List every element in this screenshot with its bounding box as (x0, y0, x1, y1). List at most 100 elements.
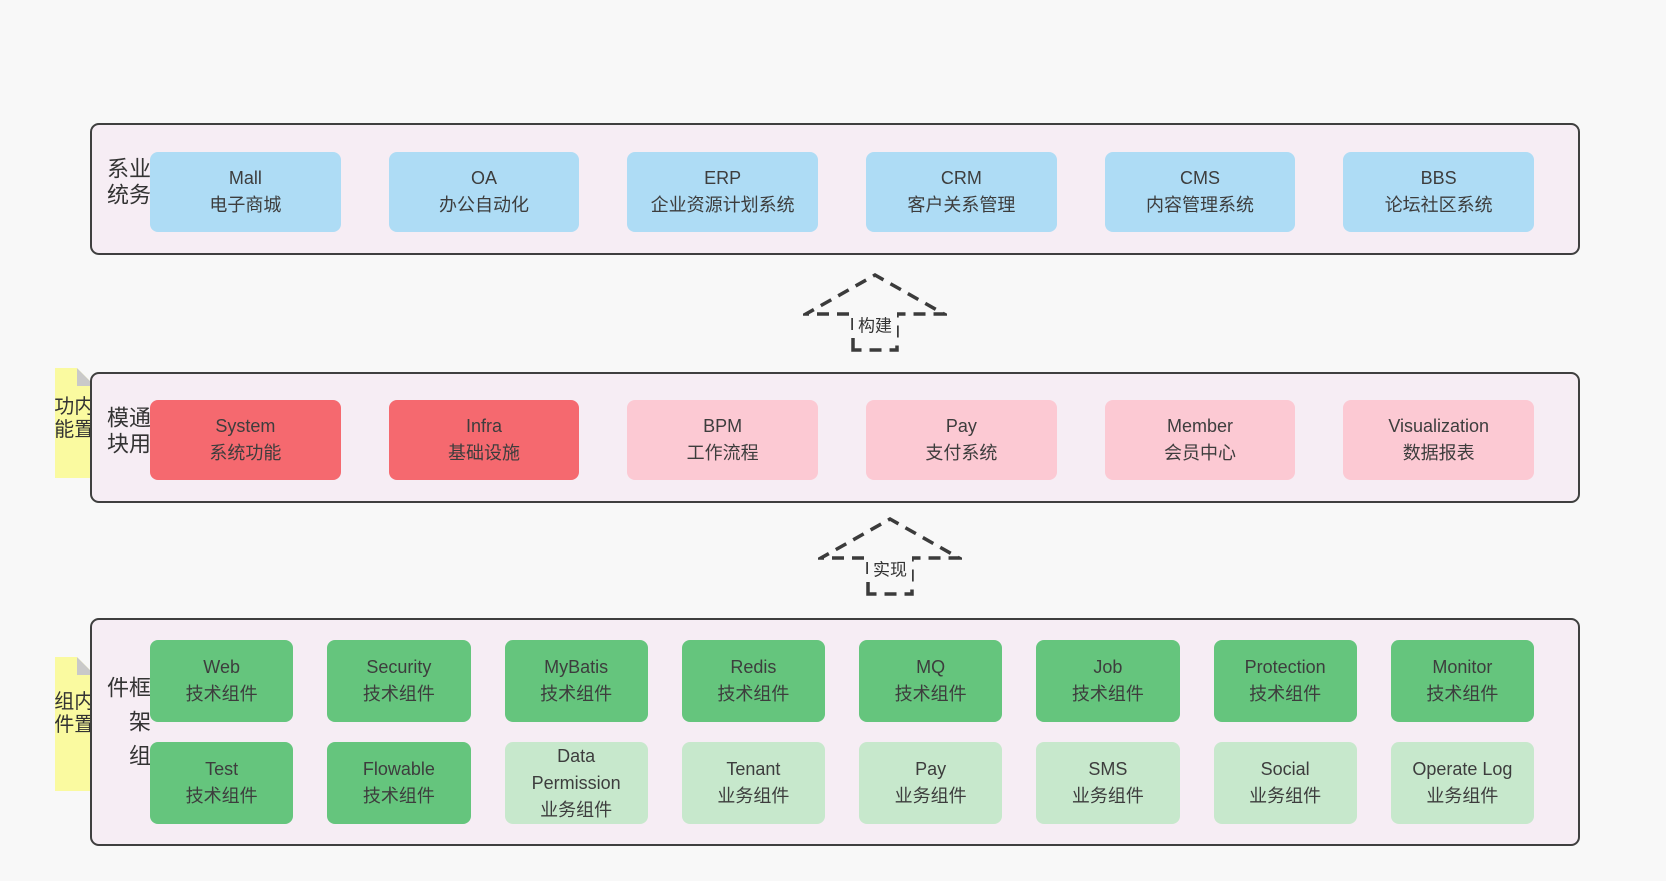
box-protection: Protection 技术组件 (1213, 640, 1357, 722)
box-subtitle: 技术组件 (362, 786, 435, 806)
box-subtitle: 电子商城 (209, 195, 282, 215)
box-subtitle: 系统功能 (209, 443, 282, 463)
box-title: CMS (1180, 168, 1221, 188)
framework-row-2: Test 技术组件 Flowable 技术组件 Data Permission … (150, 742, 1534, 824)
box-mall: Mall 电子商城 (150, 152, 341, 232)
box-subtitle: 业务组件 (540, 799, 613, 820)
box-subtitle: 业务组件 (894, 786, 967, 806)
box-mq: MQ 技术组件 (859, 640, 1003, 722)
box-title: Monitor (1432, 657, 1493, 677)
arrow-implement: 实现 (818, 516, 962, 596)
box-redis: Redis 技术组件 (681, 640, 825, 722)
box-job: Job 技术组件 (1036, 640, 1180, 722)
box-subtitle: 技术组件 (717, 684, 790, 704)
arrow-build: 构建 (803, 272, 947, 352)
box-title: Pay (945, 416, 977, 436)
panel-framework-components: 框架组件 Web 技术组件 Security 技术组件 MyBatis 技术组件… (90, 618, 1580, 846)
box-title: MyBatis (544, 657, 609, 677)
box-title: System (215, 416, 276, 436)
arrow-label: 构建 (853, 310, 897, 338)
box-subtitle: 论坛社区系统 (1384, 195, 1493, 215)
box-title: ERP (704, 168, 742, 188)
box-title: Tenant (726, 759, 781, 779)
box-pay-module: Pay 支付系统 (866, 400, 1057, 480)
box-monitor: Monitor 技术组件 (1390, 640, 1534, 722)
box-title: Social (1260, 759, 1310, 779)
box-subtitle: 业务组件 (1426, 786, 1499, 806)
box-social: Social 业务组件 (1213, 742, 1357, 824)
box-title: CRM (940, 168, 982, 188)
business-box-row: Mall 电子商城 OA 办公自动化 ERP 企业资源计划系统 CRM 客户关系… (150, 152, 1535, 232)
box-pay-component: Pay 业务组件 (859, 742, 1003, 824)
up-arrow-icon (803, 272, 947, 352)
panel-title: 通用模块 (104, 405, 151, 458)
box-visualization: Visualization 数据报表 (1343, 400, 1535, 480)
box-subtitle: 技术组件 (1249, 684, 1322, 704)
box-system: System 系统功能 (150, 400, 341, 480)
sticky-note-built-in-components: 内置组件 (55, 657, 95, 791)
box-subtitle: 内容管理系统 (1146, 195, 1255, 215)
box-subtitle: 技术组件 (185, 786, 258, 806)
box-title: Data Permission (531, 745, 621, 793)
box-oa: OA 办公自动化 (388, 152, 580, 232)
box-subtitle: 业务组件 (1249, 786, 1322, 806)
box-title: MQ (916, 657, 946, 677)
box-bpm: BPM 工作流程 (627, 400, 819, 480)
box-title: OA (471, 168, 498, 188)
box-subtitle: 技术组件 (1426, 684, 1499, 704)
box-data-permission: Data Permission 业务组件 (504, 742, 648, 824)
box-title: SMS (1088, 759, 1128, 779)
box-title: Visualization (1388, 416, 1490, 436)
box-subtitle: 支付系统 (925, 443, 998, 463)
panel-business-systems: 业务系统 Mall 电子商城 OA 办公自动化 ERP 企业资源计划系统 CRM… (90, 123, 1580, 255)
box-title: Test (205, 759, 239, 779)
box-infra: Infra 基础设施 (388, 400, 580, 480)
box-title: BBS (1420, 168, 1457, 188)
box-title: Job (1093, 657, 1123, 677)
arrow-label: 实现 (868, 554, 912, 582)
panel-title: 框架组件 (104, 676, 151, 778)
box-title: Flowable (362, 759, 435, 779)
box-erp: ERP 企业资源计划系统 (627, 152, 819, 232)
panel-common-modules: 通用模块 System 系统功能 Infra 基础设施 BPM 工作流程 Pay… (90, 372, 1580, 503)
box-subtitle: 技术组件 (1071, 684, 1144, 704)
box-title: Pay (915, 759, 947, 779)
box-subtitle: 客户关系管理 (907, 195, 1016, 215)
box-subtitle: 技术组件 (185, 684, 258, 704)
box-title: Web (203, 657, 240, 677)
box-title: Infra (465, 416, 503, 436)
box-subtitle: 工作流程 (686, 443, 759, 463)
box-title: BPM (703, 416, 743, 436)
box-title: Member (1167, 416, 1234, 436)
box-subtitle: 技术组件 (894, 684, 967, 704)
up-arrow-icon (818, 516, 962, 596)
box-test: Test 技术组件 (150, 742, 294, 824)
box-title: Protection (1244, 657, 1326, 677)
box-subtitle: 办公自动化 (439, 195, 529, 215)
sticky-note-built-in-functions: 内置功能 (55, 368, 95, 478)
box-title: Mall (228, 168, 262, 188)
box-subtitle: 技术组件 (540, 684, 613, 704)
box-flowable: Flowable 技术组件 (327, 742, 471, 824)
box-subtitle: 业务组件 (1071, 786, 1144, 806)
box-subtitle: 会员中心 (1164, 443, 1237, 463)
box-crm: CRM 客户关系管理 (866, 152, 1057, 232)
box-mybatis: MyBatis 技术组件 (504, 640, 648, 722)
box-subtitle: 企业资源计划系统 (650, 195, 795, 215)
framework-row-1: Web 技术组件 Security 技术组件 MyBatis 技术组件 Redi… (150, 640, 1534, 722)
box-sms: SMS 业务组件 (1036, 742, 1180, 824)
box-cms: CMS 内容管理系统 (1104, 152, 1296, 232)
box-subtitle: 业务组件 (717, 786, 790, 806)
box-title: Redis (730, 657, 777, 677)
modules-box-row: System 系统功能 Infra 基础设施 BPM 工作流程 Pay 支付系统… (150, 400, 1535, 480)
box-subtitle: 基础设施 (448, 443, 520, 463)
box-subtitle: 数据报表 (1402, 443, 1475, 463)
box-web: Web 技术组件 (150, 640, 294, 722)
box-bbs: BBS 论坛社区系统 (1343, 152, 1535, 232)
box-security: Security 技术组件 (327, 640, 471, 722)
box-subtitle: 技术组件 (362, 684, 435, 704)
box-title: Operate Log (1412, 759, 1513, 779)
note-label: 内置功能 (50, 395, 93, 442)
note-label: 内置组件 (50, 690, 93, 737)
